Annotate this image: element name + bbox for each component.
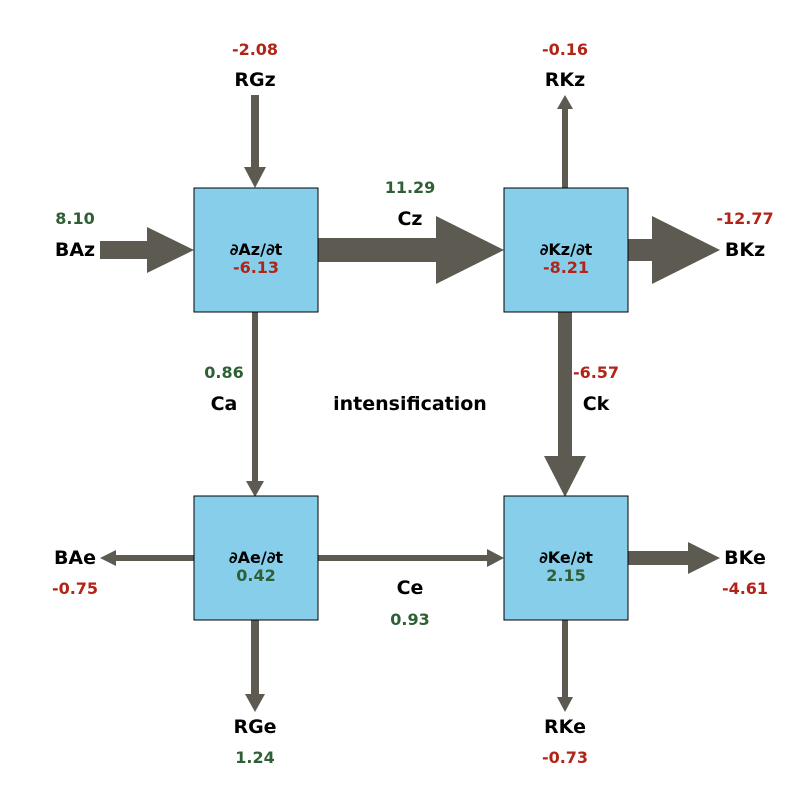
baz-arrow xyxy=(100,227,194,273)
center-label: intensification xyxy=(333,393,487,415)
bkz-label: BKz xyxy=(725,239,765,261)
baz-label: BAz xyxy=(55,239,95,261)
rkz-label: RKz xyxy=(545,69,585,91)
rkz-arrow xyxy=(557,95,573,188)
cz-value: 11.29 xyxy=(385,178,436,197)
az-box-label: ∂Az/∂t xyxy=(230,240,283,259)
cz-label: Cz xyxy=(397,208,422,230)
rge-value: 1.24 xyxy=(235,748,274,767)
bae-arrow xyxy=(100,550,194,566)
bae-value: -0.75 xyxy=(52,579,98,598)
bke-label: BKe xyxy=(724,547,766,569)
rge-arrow xyxy=(245,620,265,712)
kz-box-label: ∂Kz/∂t xyxy=(540,240,593,259)
rgz-arrow xyxy=(244,95,266,188)
ce-label: Ce xyxy=(397,577,424,599)
ck-arrow xyxy=(544,312,586,497)
ae-box xyxy=(193,495,319,621)
az-box-value: -6.13 xyxy=(233,258,279,277)
az-box xyxy=(193,187,319,313)
rke-label: RKe xyxy=(544,716,586,738)
bkz-arrow xyxy=(628,216,720,284)
baz-value: 8.10 xyxy=(55,209,94,228)
bae-label: BAe xyxy=(54,547,96,569)
ce-arrow xyxy=(318,549,504,567)
ca-arrow xyxy=(246,312,264,497)
kz-box xyxy=(503,187,629,313)
rkz-value: -0.16 xyxy=(542,40,588,59)
bke-value: -4.61 xyxy=(722,579,768,598)
bke-arrow xyxy=(628,542,720,574)
ke-box-value: 2.15 xyxy=(546,566,585,585)
ca-label: Ca xyxy=(211,393,238,415)
rke-value: -0.73 xyxy=(542,748,588,767)
bkz-value: -12.77 xyxy=(716,209,773,228)
ca-value: 0.86 xyxy=(204,363,243,382)
rge-label: RGe xyxy=(233,716,276,738)
kz-box-value: -8.21 xyxy=(543,258,589,277)
ae-box-label: ∂Ae/∂t xyxy=(229,548,283,567)
rgz-value: -2.08 xyxy=(232,40,278,59)
rgz-label: RGz xyxy=(234,69,275,91)
ce-value: 0.93 xyxy=(390,610,429,629)
ke-box xyxy=(503,495,629,621)
ck-value: -6.57 xyxy=(573,363,619,382)
ae-box-value: 0.42 xyxy=(236,566,275,585)
cz-arrow xyxy=(318,216,504,284)
ke-box-label: ∂Ke/∂t xyxy=(539,548,593,567)
rke-arrow xyxy=(557,620,573,712)
ck-label: Ck xyxy=(583,393,610,415)
